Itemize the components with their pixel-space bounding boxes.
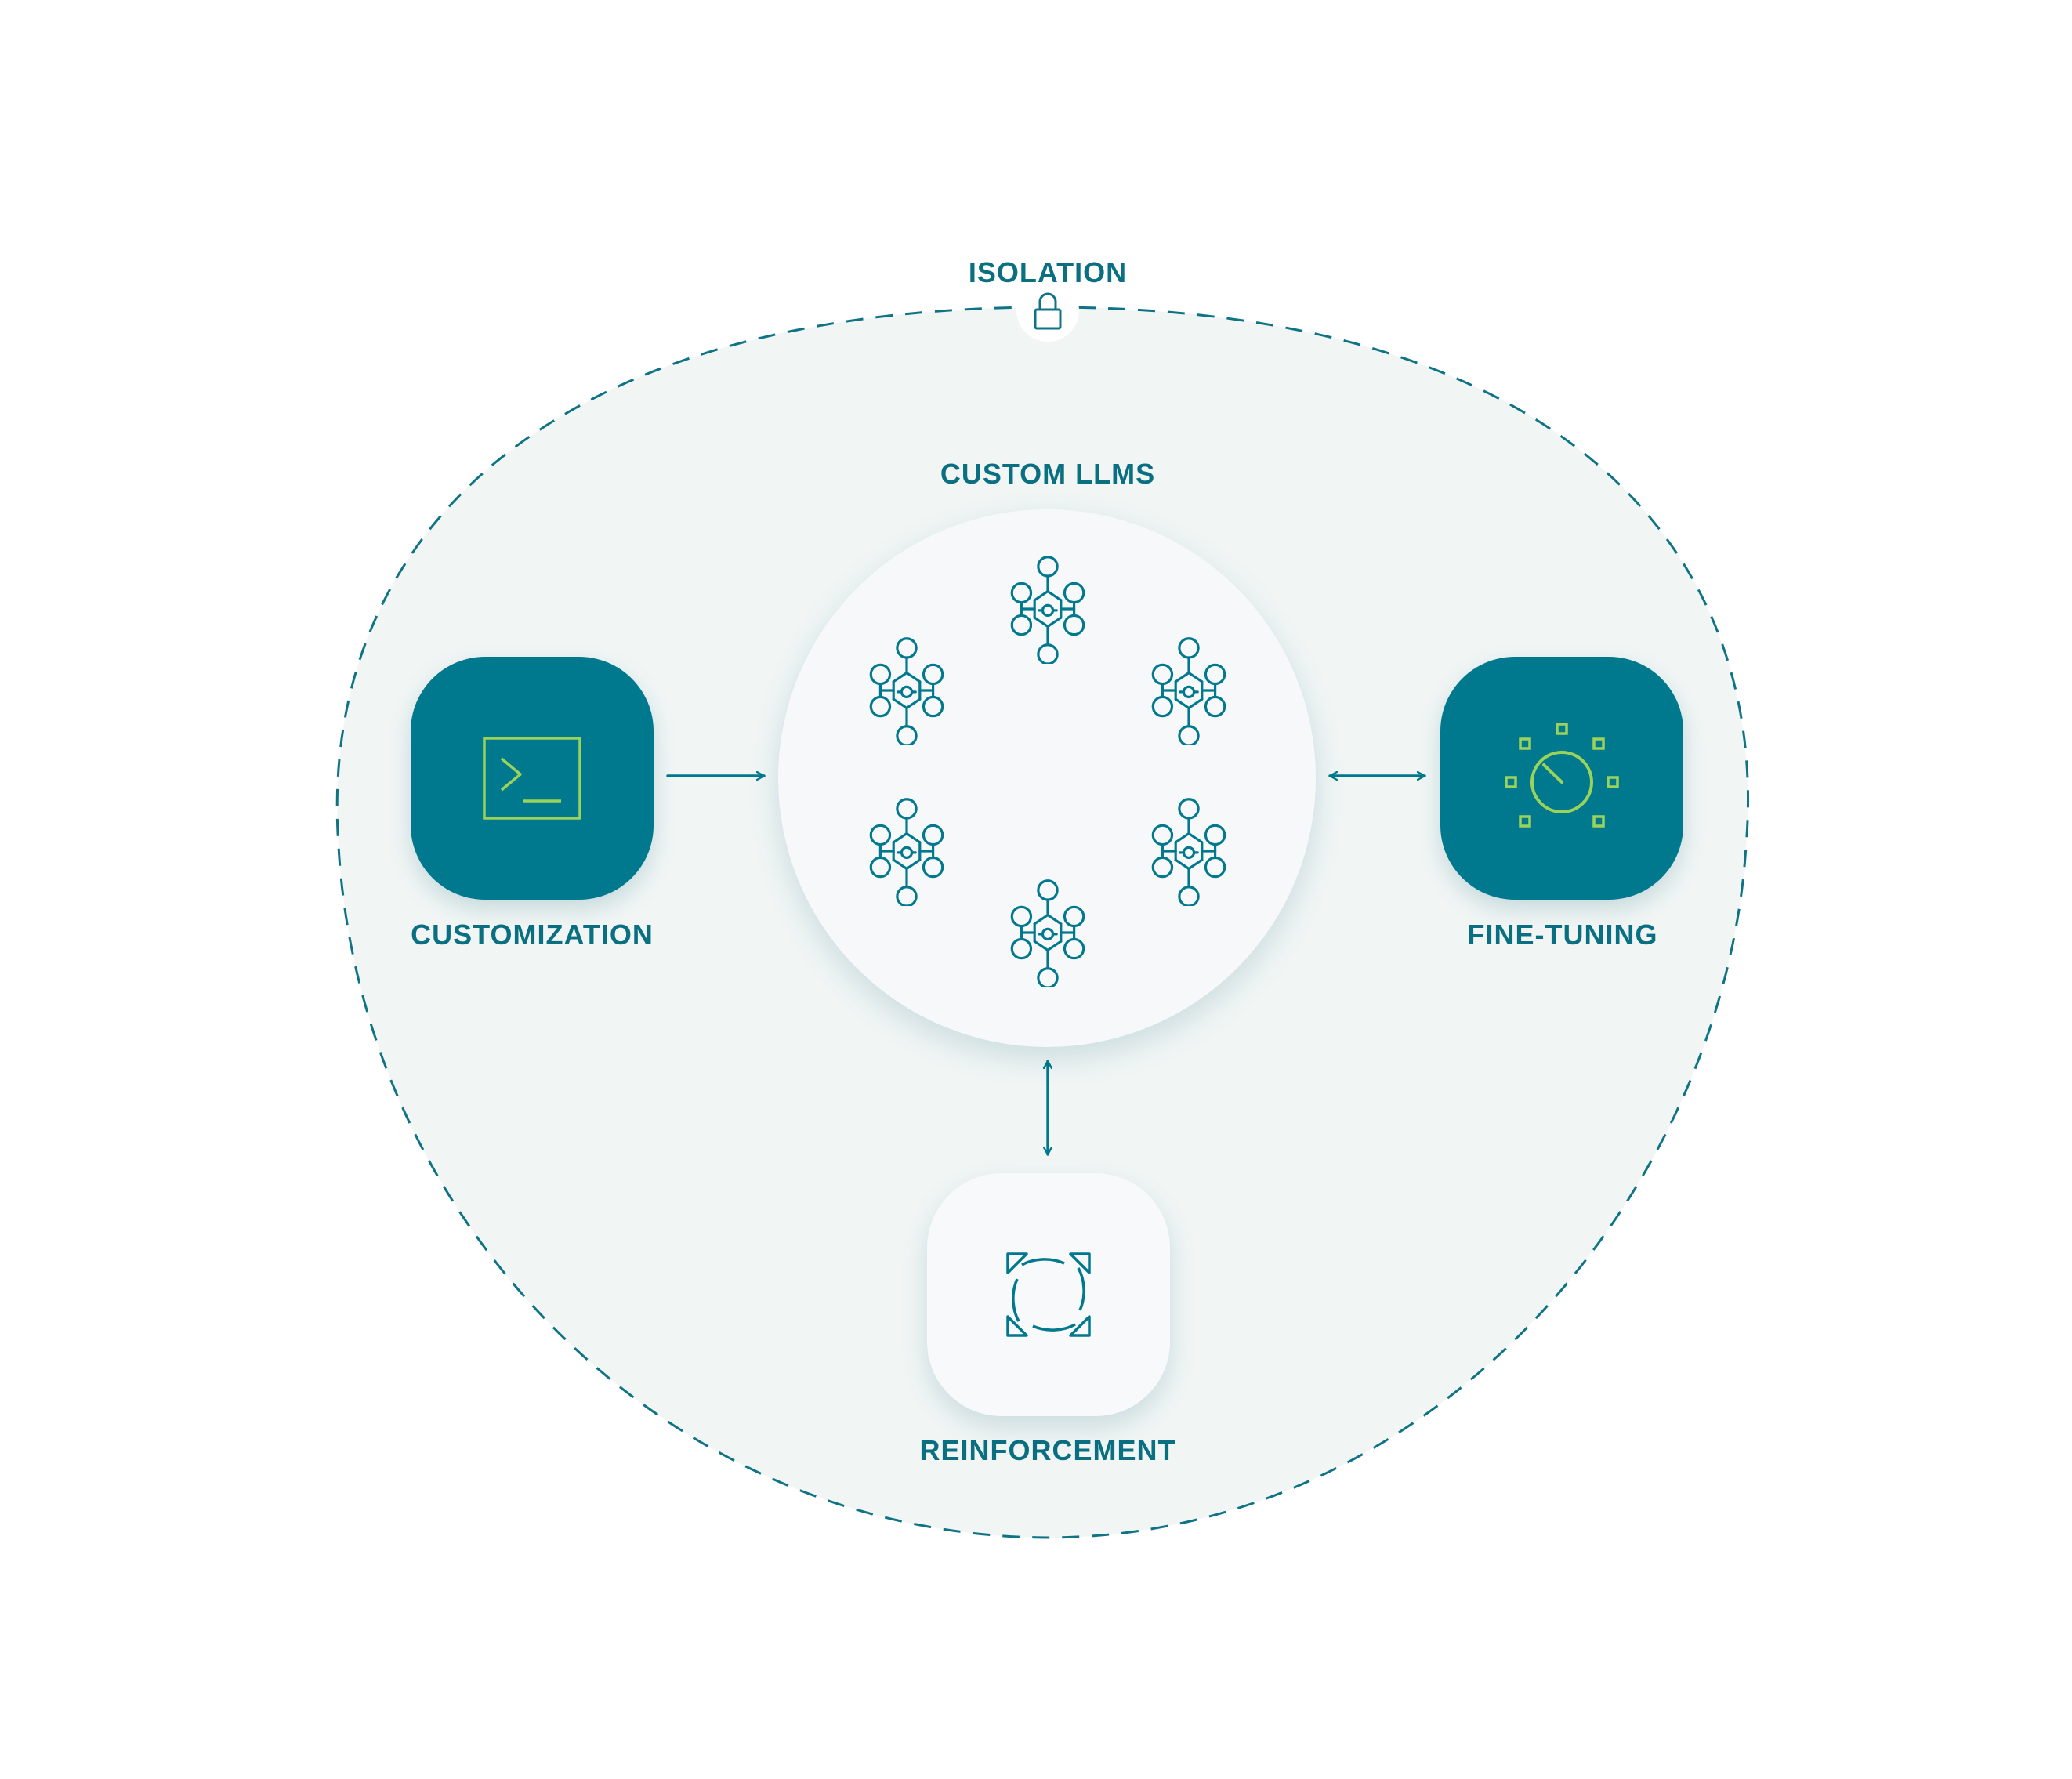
customization-tile[interactable] — [411, 657, 654, 900]
terminal-icon — [483, 737, 581, 820]
neural-network-icon — [864, 636, 950, 749]
neural-network-icon — [1146, 796, 1232, 910]
fine-tuning-tile[interactable] — [1440, 657, 1683, 900]
custom-llms-label: CUSTOM LLMS — [940, 458, 1156, 490]
cycle-arrows-icon — [1006, 1252, 1091, 1337]
reinforcement-tile[interactable] — [927, 1173, 1170, 1416]
lock-icon — [1016, 279, 1079, 342]
neural-network-icon — [1005, 878, 1091, 991]
customization-label: CUSTOMIZATION — [411, 918, 654, 951]
neural-network-icon — [1146, 636, 1232, 749]
reinforcement-label: REINFORCEMENT — [919, 1434, 1176, 1466]
dial-icon — [1505, 723, 1619, 828]
fine-tuning-label: FINE-TUNING — [1467, 918, 1658, 951]
neural-network-icon — [1005, 554, 1091, 668]
isolation-label: ISOLATION — [968, 256, 1128, 288]
neural-network-icon — [864, 796, 950, 910]
